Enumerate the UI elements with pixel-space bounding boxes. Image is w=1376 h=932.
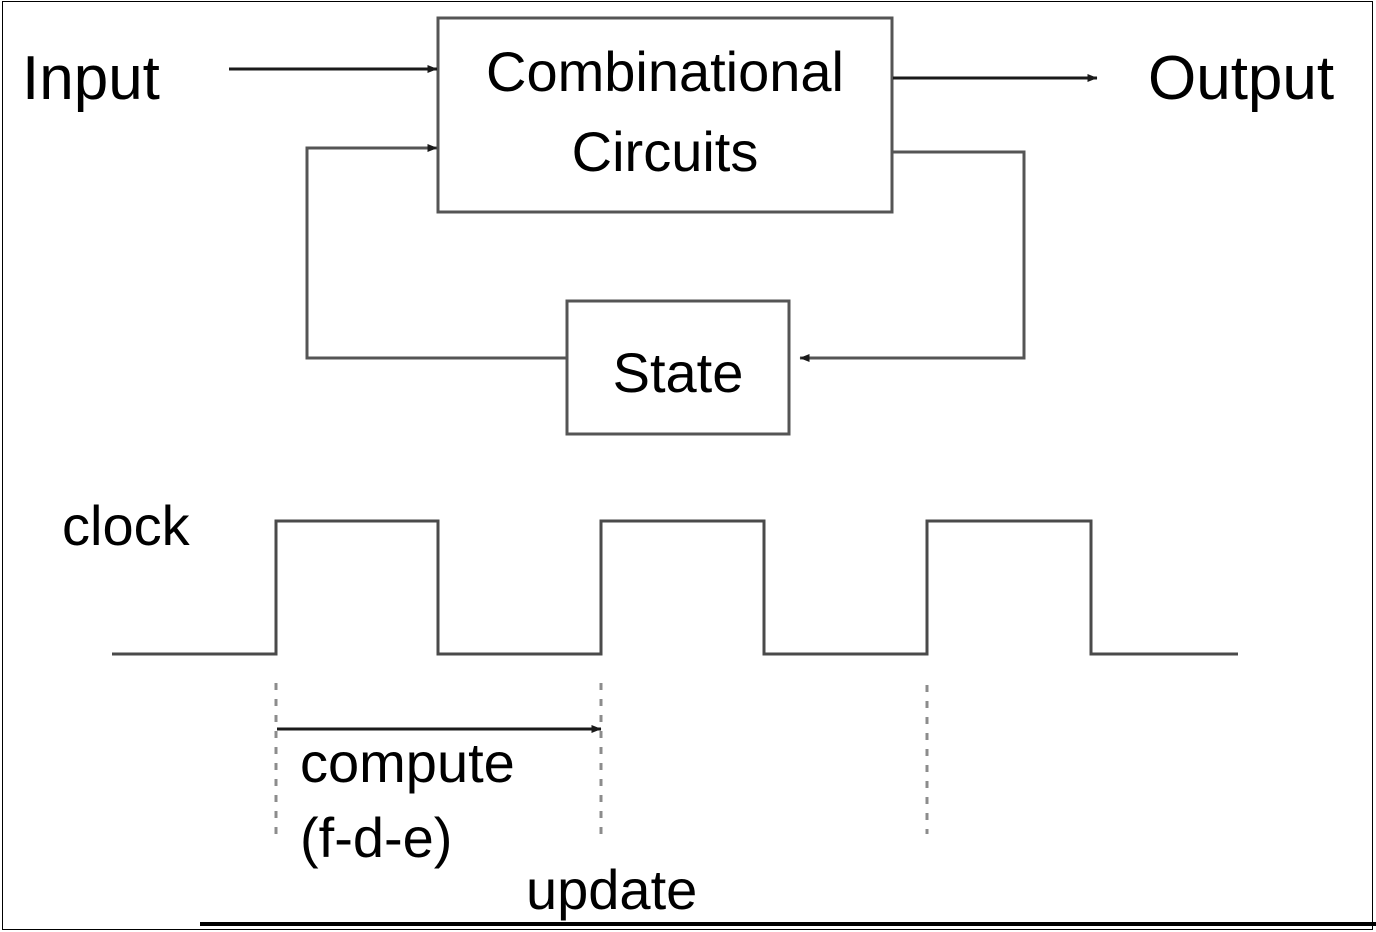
connector-circuits-to-state — [799, 150, 1026, 362]
label-output: Output — [1148, 44, 1335, 113]
block-label-state: State — [612, 341, 744, 404]
label-clock: clock — [62, 494, 190, 557]
block-label-combinational: Combinational — [486, 40, 844, 103]
label-compute-fde: (f-d-e) — [300, 806, 453, 869]
block-combinational-circuits — [436, 16, 894, 214]
bottom-rule-divider — [200, 922, 1376, 926]
block-label-circuits: Circuits — [571, 120, 759, 183]
clock-waveform — [112, 519, 1238, 656]
connector-state-to-circuits — [305, 144, 567, 360]
block-state — [565, 299, 791, 436]
label-input: Input — [22, 44, 160, 113]
label-compute: compute — [300, 731, 515, 794]
label-update: update — [526, 858, 698, 921]
